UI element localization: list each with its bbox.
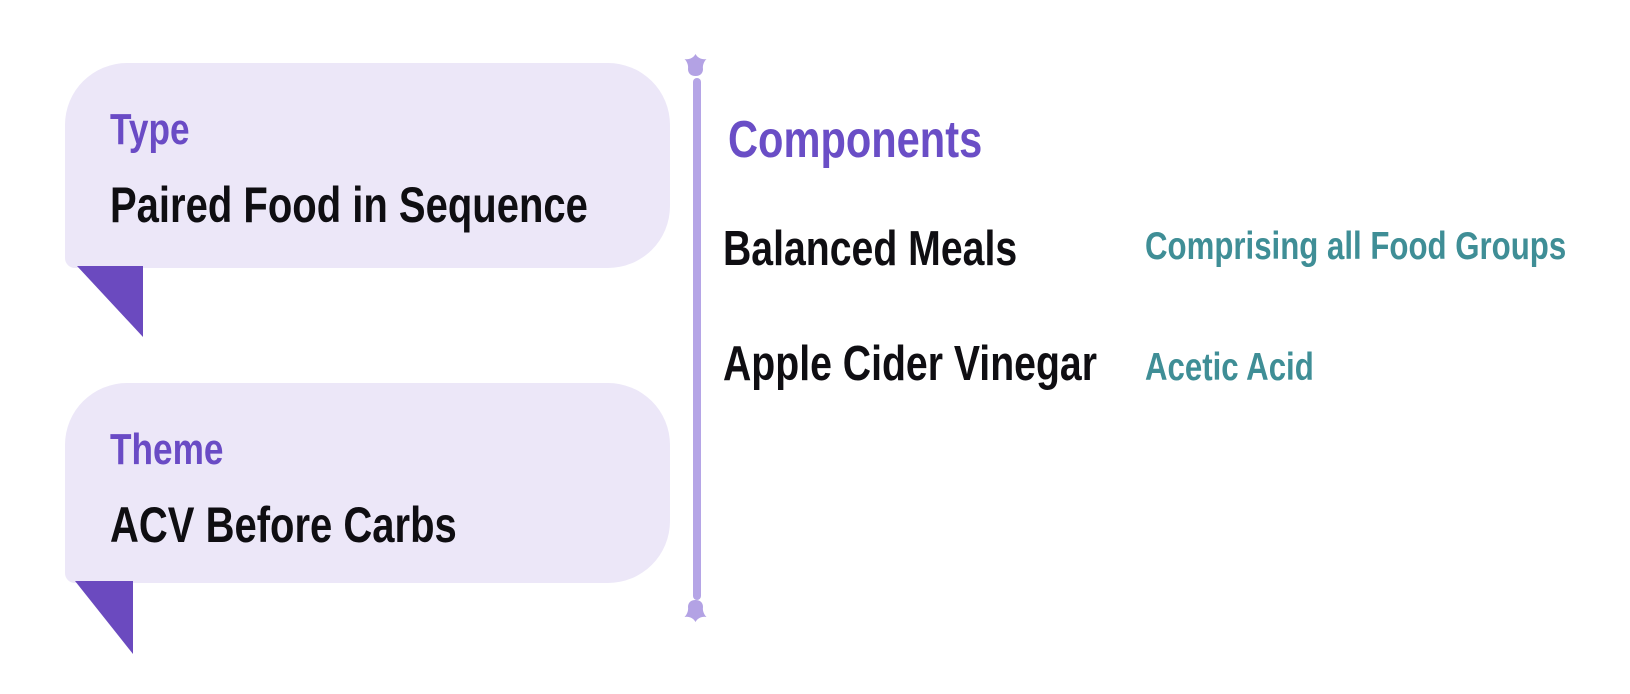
component-name-apple-cider-vinegar: Apple Cider Vinegar xyxy=(723,337,1097,391)
type-card-value: Paired Food in Sequence xyxy=(110,177,588,233)
type-card: Type Paired Food in Sequence xyxy=(65,63,670,268)
theme-card-tail xyxy=(75,581,133,654)
theme-card-label: Theme xyxy=(110,425,224,474)
component-name-balanced-meals: Balanced Meals xyxy=(723,222,1018,276)
theme-card: Theme ACV Before Carbs xyxy=(65,383,670,583)
type-card-label: Type xyxy=(110,105,190,154)
theme-card-value: ACV Before Carbs xyxy=(110,497,457,553)
crown-ornament-icon xyxy=(683,54,708,76)
type-card-tail xyxy=(77,266,143,337)
component-detail-balanced-meals: Comprising all Food Groups xyxy=(1145,225,1567,268)
vertical-divider xyxy=(693,78,701,600)
component-detail-apple-cider-vinegar: Acetic Acid xyxy=(1145,346,1314,389)
components-title: Components xyxy=(728,111,983,169)
crown-ornament-icon xyxy=(683,600,708,622)
